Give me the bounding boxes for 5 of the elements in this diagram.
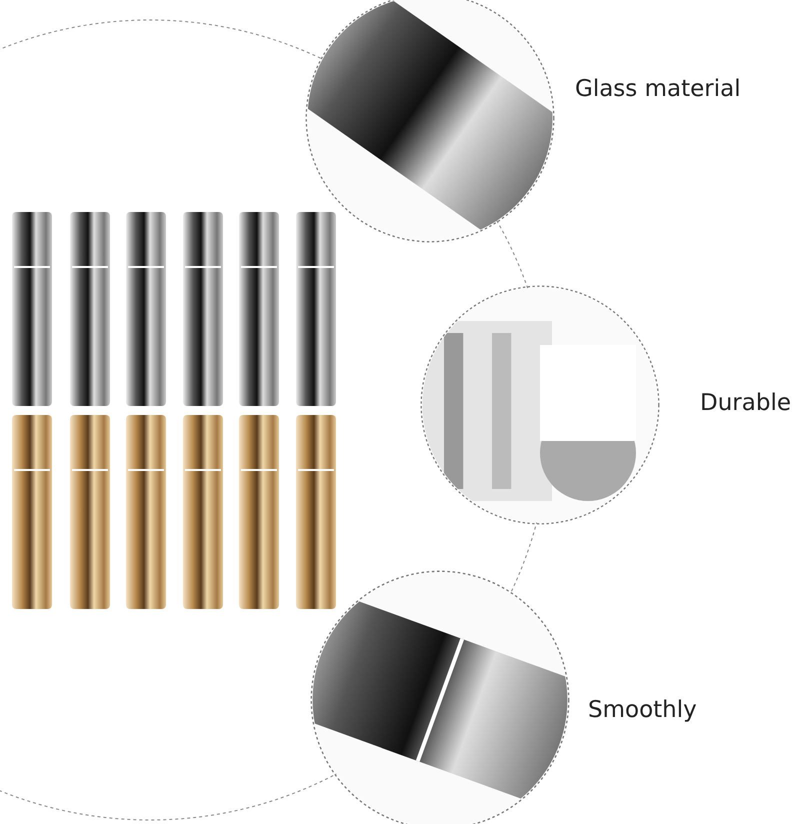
feature-label: Durable [700, 390, 791, 416]
feature-label: Smoothly [588, 697, 697, 723]
feature-label: Glass material [575, 76, 741, 102]
closeup-photo [305, 0, 555, 243]
closeup-photo [310, 570, 570, 824]
